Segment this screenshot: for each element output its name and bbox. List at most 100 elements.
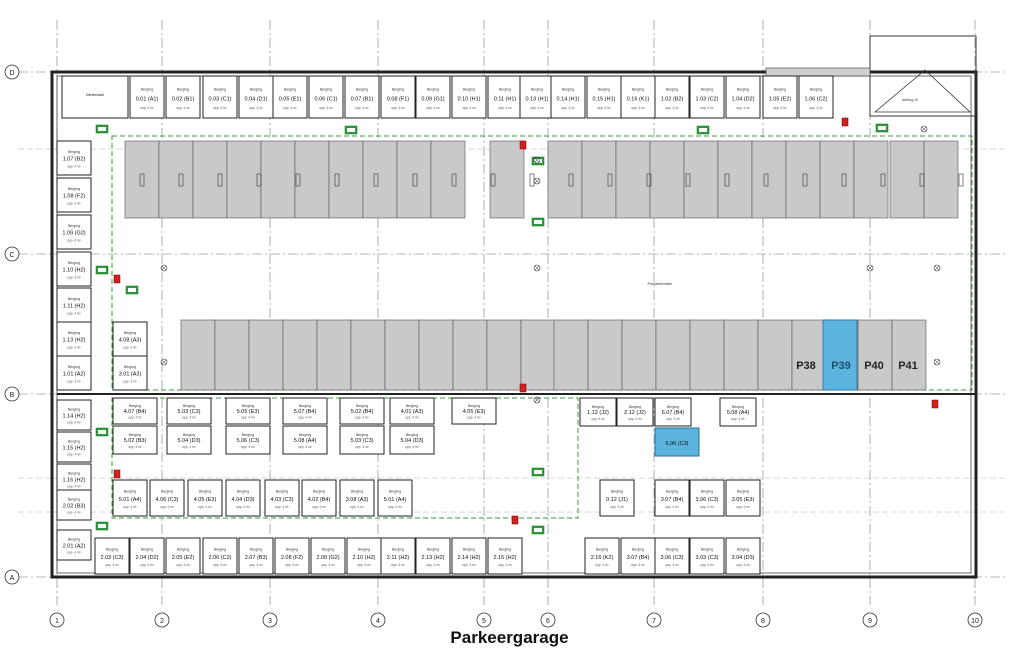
storage-label: 2.15 (H2) [494, 555, 517, 561]
storage-rooms [56, 75, 834, 575]
storage-label: 2.16 (K2) [591, 555, 614, 561]
storage-area: opp. 4 m² [176, 563, 189, 567]
storage-room-leftlow [56, 431, 92, 463]
storage-room-midlow [225, 479, 261, 517]
storage-title: Berging [463, 88, 475, 92]
grid-bubble [4, 386, 20, 402]
storage-label: 1.05 (E2) [769, 96, 792, 102]
storage-room-midlow [149, 479, 185, 517]
storage-title: Berging [701, 490, 713, 494]
grid-label-row: C [9, 252, 14, 259]
storage-room-left [56, 287, 92, 323]
grid-label-row: A [10, 575, 15, 582]
storage-label: 4.07 (B4) [124, 409, 147, 415]
grid-bubble [755, 612, 771, 628]
fixture-icon [533, 177, 541, 185]
storage-room-bottom [451, 537, 487, 575]
bay-column [178, 173, 184, 187]
storage-title: Berging [250, 548, 262, 552]
storage-area: opp. 4 m² [67, 239, 80, 243]
storage-room-bottom [487, 537, 523, 575]
storage-title: Berging [356, 404, 368, 408]
fire-extinguisher [931, 399, 939, 409]
parking-area-label: Parkeerkelder [648, 281, 674, 286]
storage-title: Berging [598, 88, 610, 92]
storage-area: opp. 4 m² [176, 106, 189, 110]
storage-area: opp. 4 m² [67, 276, 80, 280]
storage-room-midup [282, 397, 328, 425]
storage-area: opp. 4 m² [530, 106, 543, 110]
storage-title: Berging [68, 261, 80, 265]
storage-title: Berging [313, 490, 325, 494]
exit-sign-glyph [534, 528, 542, 532]
storage-label: 5.02 (B4) [351, 409, 374, 415]
grid-label-col: 9 [868, 618, 872, 625]
storage-title: Berging [286, 548, 298, 552]
parking-bay [328, 140, 364, 219]
storage-title: Berging [199, 490, 211, 494]
fixture-icon-x [534, 157, 540, 163]
storage-title: Berging [299, 404, 311, 408]
storage-area: opp. 4 m² [298, 415, 311, 419]
storage-room-bottom [129, 537, 165, 575]
parking-bay [418, 319, 454, 391]
storage-area: opp. 4 m² [498, 106, 511, 110]
storage-room-top [586, 75, 622, 119]
storage-room-bottom [725, 537, 761, 575]
exit-signs [95, 117, 941, 535]
parking-bay [214, 319, 250, 391]
storage-room-rightup [616, 397, 654, 427]
storage-label: 3.08 (A3) [346, 497, 369, 503]
exit-sign-glyph [128, 288, 136, 292]
storage-room-top [519, 75, 555, 119]
grid-label-col: 5 [482, 618, 486, 625]
storage-room-bottom [689, 537, 725, 575]
storage-room-bottom [346, 537, 382, 575]
fixture-icon [160, 358, 168, 366]
storage-room-bottom [202, 537, 238, 575]
bay-column [256, 173, 262, 187]
grid-label-row: D [9, 70, 14, 77]
storage-title: Berging [242, 404, 254, 408]
storage-title: Berging [250, 88, 262, 92]
storage-room-top [654, 75, 690, 119]
storage-title: Berging [124, 331, 136, 335]
storage-room-leftlow [56, 489, 92, 521]
storage-label: 1.11 (H2) [63, 304, 86, 310]
storage-label: 4.05 (E3) [463, 409, 486, 415]
storage-room-top [451, 75, 487, 119]
storage-area: opp. 4 m² [357, 563, 370, 567]
parking-bay [683, 140, 719, 219]
storage-label: 4.06 (C3) [156, 497, 179, 503]
storage-title: Berging [177, 548, 189, 552]
storage-title: Berging [356, 88, 368, 92]
parking-bay [587, 319, 623, 391]
storage-area: opp. 4 m² [462, 563, 475, 567]
storage-room-midup2 [112, 425, 158, 455]
storage-title: Berging [499, 88, 511, 92]
parking-bay [791, 319, 827, 391]
storage-area: opp. 4 m² [631, 563, 644, 567]
grid-label-row: B [10, 392, 15, 399]
storage-label: 1.13 (H2) [63, 338, 86, 344]
storage-room-rightlow [725, 479, 761, 517]
bay-column [646, 173, 652, 187]
storage-label: 2.14 (H2) [458, 555, 481, 561]
storage-room-bottom [310, 537, 346, 575]
exit-sign-glyph [98, 127, 106, 131]
grid-bubble [370, 612, 386, 628]
parking-bay [717, 140, 753, 219]
storage-area: opp. 4 m² [285, 563, 298, 567]
fire-extinguisher [519, 383, 527, 393]
exit-sign-glyph [98, 430, 106, 434]
grid-bubble [262, 612, 278, 628]
storage-room-rightup [654, 397, 692, 427]
storage-title: Berging [389, 490, 401, 494]
storage-room-midup [166, 397, 212, 425]
storage-label: 3.06 (C3) [696, 497, 719, 503]
storage-room-top [550, 75, 586, 119]
storage-area: opp. 4 m² [731, 417, 744, 421]
storage-area: opp. 4 m² [321, 563, 334, 567]
storage-room-top [620, 75, 656, 119]
storage-area: opp. 4 m² [462, 106, 475, 110]
